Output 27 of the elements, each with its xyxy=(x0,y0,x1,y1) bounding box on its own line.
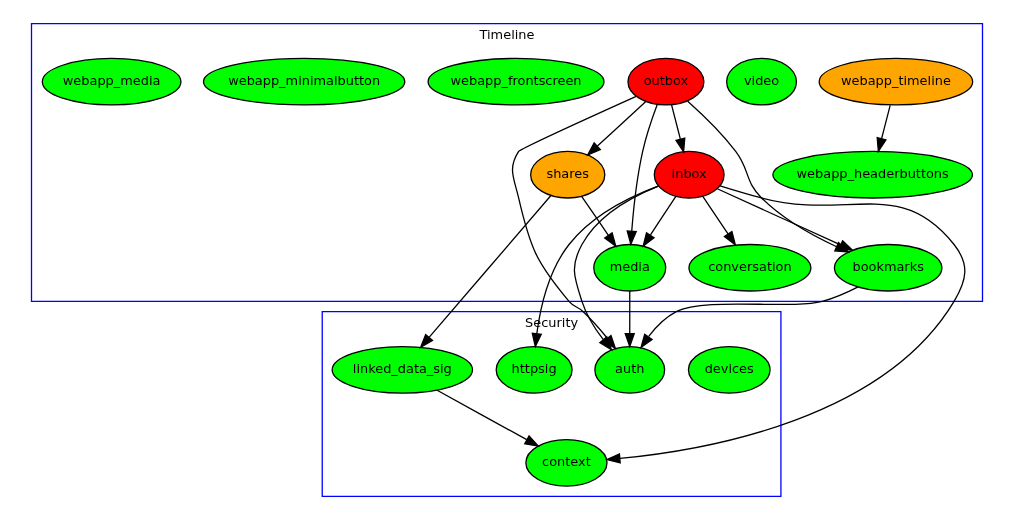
node-ellipse: webapp_media xyxy=(41,57,182,106)
node-ellipse: webapp_minimalbutton xyxy=(202,57,405,106)
arrow xyxy=(701,195,736,247)
arrow xyxy=(625,104,658,247)
arrow xyxy=(639,286,858,350)
arrow xyxy=(580,195,617,248)
node-ellipse: media xyxy=(592,243,666,292)
node-ellipse: outbox xyxy=(626,57,705,106)
node-ellipse: webapp_timeline xyxy=(818,57,973,106)
node-ellipse: httpsig xyxy=(495,345,573,394)
node-ellipse: video xyxy=(725,57,797,106)
arrow xyxy=(641,195,676,248)
node-ellipse: context xyxy=(524,438,608,487)
arrow xyxy=(436,389,540,447)
node-ellipse: webapp_frontscreen xyxy=(426,57,605,106)
node-ellipse: linked_data_sig xyxy=(331,345,473,394)
node-ellipse: devices xyxy=(687,345,771,394)
node-ellipse: inbox xyxy=(653,150,725,199)
node-ellipse: shares xyxy=(529,150,605,199)
arrow xyxy=(670,104,685,154)
node-ellipse: conversation xyxy=(687,243,812,292)
arrow xyxy=(585,101,646,157)
arrow xyxy=(623,290,635,349)
node-ellipse: auth xyxy=(593,345,665,394)
arrow xyxy=(418,194,552,349)
node-ellipse: webapp_headerbuttons xyxy=(771,150,973,199)
arrow xyxy=(875,104,891,154)
